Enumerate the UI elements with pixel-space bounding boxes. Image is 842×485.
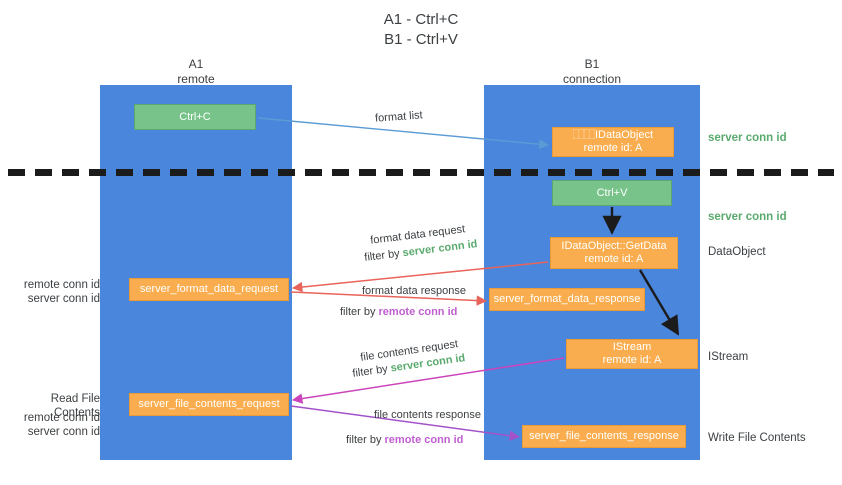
node-sfdreq-label: server_format_data_request (139, 283, 279, 295)
fcres-filter-prefix: filter by (346, 434, 385, 446)
edge-label-file-contents-response-filter: filter by remote conn id (346, 433, 463, 447)
lane-b1-name: B1 (584, 57, 600, 71)
edge-getdata-to-istream (638, 269, 680, 336)
annotation-left-conn-ids-top: remote conn id server conn id (8, 278, 100, 306)
node-ctrl-c[interactable]: Ctrl+C (134, 104, 256, 130)
annotation-read-file-contents: Read File Contents (50, 393, 100, 419)
lane-a1-name: A1 (188, 57, 204, 71)
node-idataobject-getdata[interactable]: IDataObject::GetData remote id: A (550, 237, 678, 269)
lane-header-b1: B1 connection (484, 57, 700, 87)
node-ctrl-c-label: Ctrl+C (179, 110, 211, 123)
lane-header-a1: A1 remote (100, 57, 292, 87)
title-line-2: B1 - Ctrl+V (384, 31, 458, 48)
phase-divider (8, 169, 834, 176)
lane-b1-role: connection (562, 72, 622, 86)
annotation-write-file-contents: Write File Contents (708, 432, 806, 444)
node-sfcreq-label: server_file_contents_request (138, 398, 280, 410)
edge-format-data-request (291, 261, 549, 293)
annotation-left-remote-conn-id-2: remote conn id (23, 412, 100, 424)
annotation-istream: IStream (708, 351, 749, 363)
edge-file-contents-request (291, 357, 565, 404)
annotation-dataobject: DataObject (708, 246, 766, 258)
node-server-format-data-request[interactable]: server_format_data_request (129, 278, 289, 301)
node-ole-get-clipboard-title: ⿰⿰IDataObject (572, 129, 654, 141)
node-sfcres-label: server_file_contents_response (529, 430, 679, 442)
edge-label-format-data-response: format data response (362, 285, 466, 297)
annotation-server-conn-id-mid: server conn id (708, 211, 787, 223)
node-ole-get-clipboard-id: remote id: A (583, 142, 643, 154)
lane-a1-role: remote (177, 72, 215, 86)
fcres-filter-value: remote conn id (384, 434, 464, 446)
annotation-left-server-conn-id-2: server conn id (27, 426, 100, 438)
annotation-left-remote-conn-id-1: remote conn id (23, 279, 100, 291)
fdres-filter-value: remote conn id (378, 306, 458, 318)
node-server-file-contents-request[interactable]: server_file_contents_request (129, 393, 289, 416)
node-server-file-contents-response[interactable]: server_file_contents_response (522, 425, 686, 448)
node-server-format-data-response[interactable]: server_format_data_response (489, 288, 645, 311)
edge-file-contents-response (290, 405, 521, 441)
annotation-server-conn-id-top: server conn id (708, 132, 787, 144)
node-getdata-title: IDataObject::GetData (561, 240, 667, 252)
node-istream-id: remote id: A (602, 354, 662, 366)
edge-format-data-response (290, 291, 488, 306)
fdres-filter-prefix: filter by (340, 306, 379, 318)
node-istream[interactable]: IStream remote id: A (566, 339, 698, 369)
title-line-1: A1 - Ctrl+C (383, 11, 459, 28)
annotation-left-conn-ids-bottom: remote conn id server conn id (8, 411, 100, 439)
node-getdata-id: remote id: A (584, 253, 644, 265)
page-title: A1 - Ctrl+C B1 - Ctrl+V (0, 10, 842, 50)
edge-label-file-contents-response: file contents response (374, 409, 482, 421)
node-sfdres-label: server_format_data_response (493, 293, 641, 305)
node-istream-title: IStream (612, 341, 652, 353)
edge-label-format-data-response-filter: filter by remote conn id (340, 305, 457, 319)
node-ctrl-v-label: Ctrl+V (596, 186, 628, 199)
annotation-left-server-conn-id-1: server conn id (27, 293, 100, 305)
node-ole-get-clipboard[interactable]: ⿰⿰IDataObject remote id: A (552, 127, 674, 157)
node-ctrl-v[interactable]: Ctrl+V (552, 180, 672, 206)
edge-format-list (257, 117, 549, 150)
